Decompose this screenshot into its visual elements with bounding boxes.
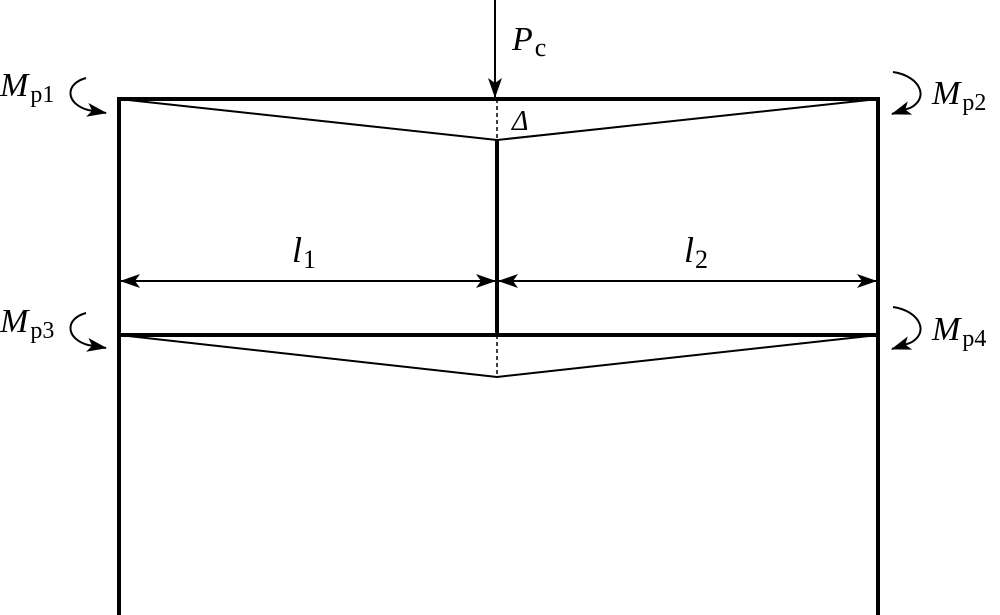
span-l2-label: l2 xyxy=(684,230,708,274)
moment-p2-arrow xyxy=(891,71,922,115)
moment-p4-label: Mp4 xyxy=(931,311,986,352)
moment-p3-label: Mp3 xyxy=(0,303,54,344)
moment-p1-label: Mp1 xyxy=(0,67,54,108)
top-beam-deflected-shape xyxy=(118,98,879,142)
moment-p3-arrow xyxy=(69,312,107,352)
load-label: Pc xyxy=(511,21,546,62)
middle-beam-deflected-shape xyxy=(118,334,879,379)
deflection-label: Δ xyxy=(511,106,528,137)
span-l1-label: l1 xyxy=(292,230,316,274)
moment-p1-arrow xyxy=(69,77,107,117)
moment-p2-label: Mp2 xyxy=(931,75,986,116)
moment-p4-arrow xyxy=(891,306,922,350)
